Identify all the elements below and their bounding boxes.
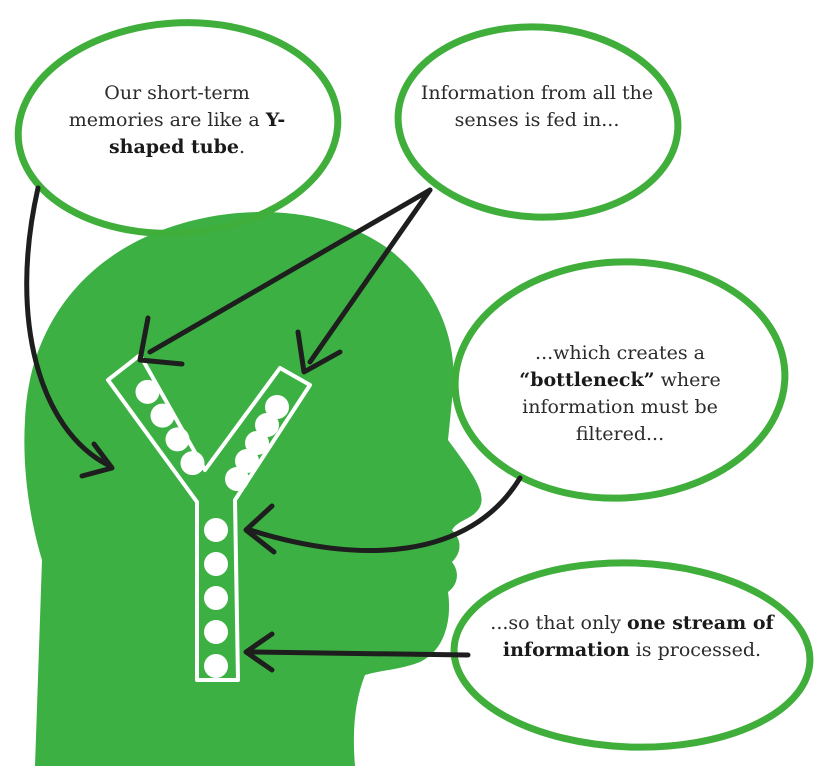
bubble-text-segment: Information from all the senses is fed i… [420,82,654,131]
tube-ball-stem [204,552,228,576]
tube-ball-right [235,449,259,473]
arrow-head-to-stem [243,631,275,673]
arrow-to-right-arm [307,187,433,365]
tube-ball-right [245,431,269,455]
tube-ball-left [150,403,175,428]
arrow-to-stem [247,649,471,658]
tube-balls [135,379,289,678]
arrow-head-to-left-arm [137,315,185,367]
tube-ball-stem [204,620,228,644]
tube-ball-stem [204,586,228,610]
arrow-to-bottleneck [247,475,523,554]
arrow-head-to-bottleneck [243,503,277,555]
bubble-text-segment: where information must be filtered... [522,369,721,445]
tube-ball-stem [204,654,228,678]
bubble-text-bottleneck: ...which creates a “bottleneck” where in… [490,340,750,448]
bubble-short-term-memory [14,19,342,237]
tube-ball-stem [204,518,228,542]
bubble-text-bold: Y-shaped tube [108,109,286,158]
tube-ball-right [255,413,279,437]
bubble-bottleneck [451,258,789,502]
bubble-text-segment: Our short-term memories are like a [68,82,266,131]
bubble-text-bold: “bottleneck” [519,369,655,391]
bubble-text-one-stream: ...so that only one stream of informatio… [462,610,802,664]
arrow-to-y-tube [24,185,111,468]
arrow-to-left-arm [147,187,433,355]
bubble-text-senses: Information from all the senses is fed i… [412,80,662,134]
bubble-senses [394,23,682,221]
tube-ball-right [265,395,289,419]
tube-ball-right [225,467,249,491]
tube-ball-left [135,379,160,404]
bubble-text-bold: one stream of information [502,612,774,661]
head-silhouette [24,212,482,766]
arrow-head-to-y-tube [79,441,115,479]
bubble-text-segment: is processed. [629,639,762,661]
bubble-text-segment: ...so that only [490,612,628,634]
bubble-text-segment: . [239,136,246,158]
bubble-text-short-term-memory: Our short-term memories are like a Y-sha… [62,80,292,161]
bubble-one-stream [450,559,814,751]
arrows [24,185,523,673]
arrow-head-to-right-arm [295,329,343,375]
bubble-text-segment: ...which creates a [535,342,705,364]
y-tube [106,353,312,682]
tube-ball-left [180,451,205,476]
tube-ball-left [165,427,190,452]
